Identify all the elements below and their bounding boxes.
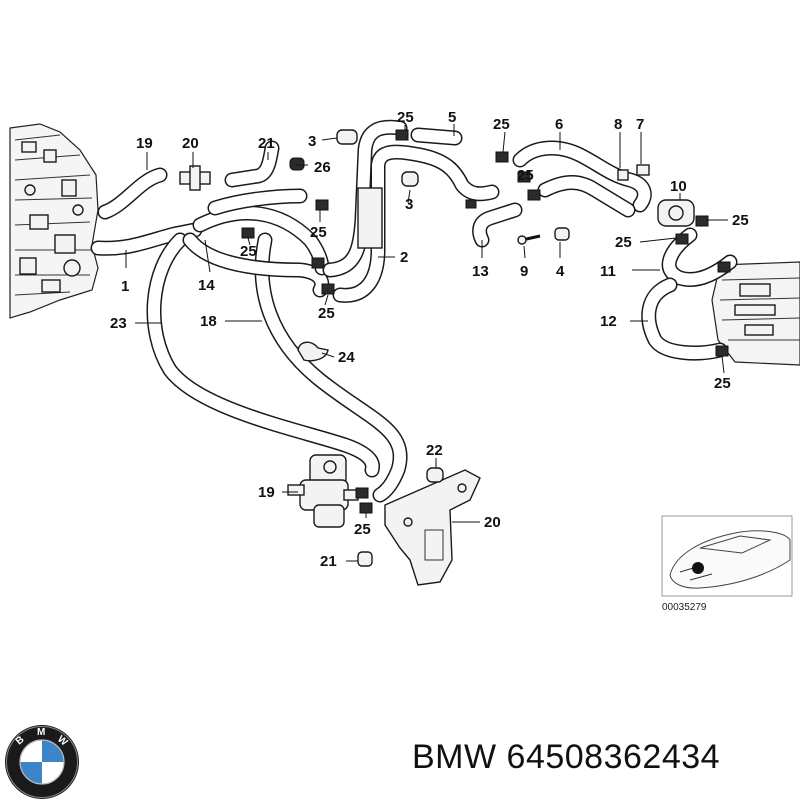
- callout-25-c: 25: [517, 167, 534, 184]
- callout-7: 8: [614, 116, 622, 133]
- callout-22: 22: [426, 442, 443, 459]
- callout-15: 21: [258, 135, 275, 152]
- bmw-logo: B M W: [5, 725, 79, 799]
- callout-25-b: 25: [493, 116, 510, 133]
- callout-numbers: 19 20 21 3 26 5 25 25 6 8 7 25 10 25 25 …: [110, 109, 749, 570]
- callout-1: 1: [121, 278, 129, 295]
- pump-assembly: [287, 454, 359, 528]
- callout-18: 18: [200, 313, 217, 330]
- leader-lines: [125, 124, 728, 562]
- mounting-bracket: [384, 469, 481, 586]
- callout-25-e: 25: [615, 234, 632, 251]
- callout-14: 14: [198, 277, 215, 294]
- components: [179, 129, 731, 586]
- callout-26: 26: [314, 159, 331, 176]
- callout-13: 13: [472, 263, 489, 280]
- callout-5: 6: [555, 116, 563, 133]
- callout-11: 11: [600, 263, 616, 280]
- callout-16: 19: [136, 135, 153, 152]
- callout-8: 4: [556, 263, 565, 280]
- svg-text:M: M: [37, 727, 45, 738]
- brand-name: BMW: [412, 738, 497, 776]
- callout-3-mid: 3: [405, 196, 413, 213]
- callout-25-j: 25: [354, 521, 371, 538]
- callout-25-d: 25: [732, 212, 749, 229]
- engine-block-illustration: [9, 123, 99, 319]
- callout-24: 24: [338, 349, 355, 366]
- callout-19: 19: [258, 484, 275, 501]
- callout-25-i: 25: [318, 305, 335, 322]
- callout-20: 20: [484, 514, 501, 531]
- callout-2: 2: [400, 249, 408, 266]
- part-number: 64508362434: [506, 738, 721, 776]
- callout-4: 5: [448, 109, 456, 126]
- brand-part-number-label: BMW 64508362434: [412, 738, 720, 777]
- vehicle-locator-thumbnail: 00035279: [661, 515, 793, 613]
- callout-25-a: 25: [397, 109, 414, 126]
- callout-10: 10: [670, 178, 687, 195]
- diagram-reference-code: 00035279: [662, 602, 707, 613]
- callout-25-h: 25: [310, 224, 327, 241]
- callout-21: 21: [320, 553, 337, 570]
- callout-3-top: 3: [308, 133, 316, 150]
- callout-9: 9: [520, 263, 528, 280]
- callout-25-f: 25: [714, 375, 731, 392]
- callout-12: 12: [600, 313, 617, 330]
- callout-17: 20: [182, 135, 199, 152]
- callout-23: 23: [110, 315, 127, 332]
- heater-unit-illustration: [711, 261, 800, 366]
- callout-25-g: 25: [240, 243, 257, 260]
- callout-6: 7: [636, 116, 644, 133]
